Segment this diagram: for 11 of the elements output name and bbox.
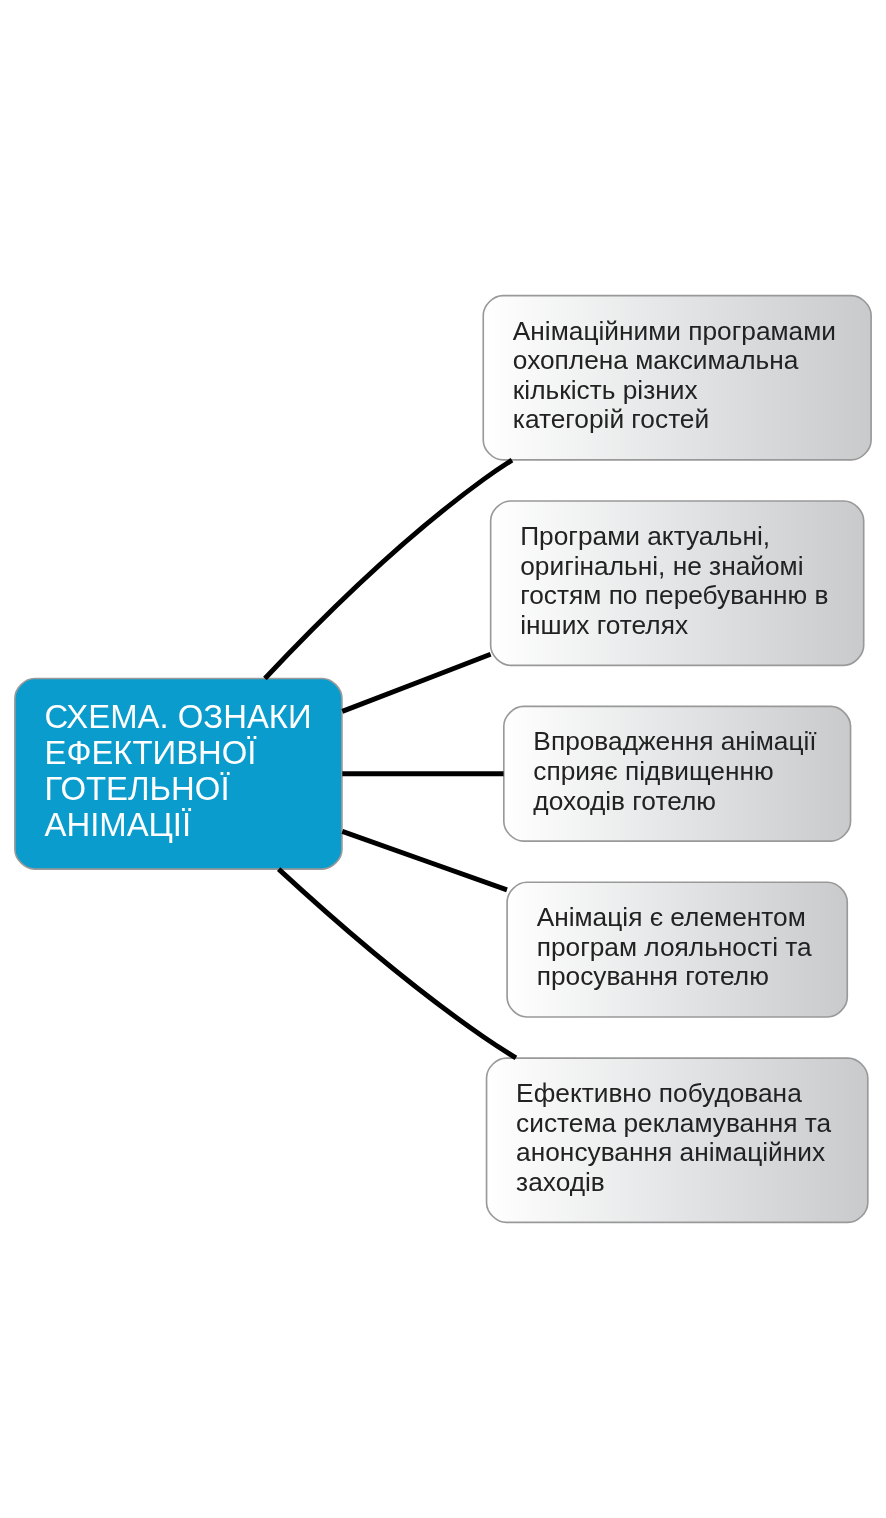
connector <box>342 771 504 777</box>
node-box: Програми актуальні, оригінальні, не знайомі гостям по перебуванню в інших готелях <box>489 500 865 667</box>
node-box: Ефективно побудована система рекламування та анонсування анімаційних заходів <box>485 1057 869 1224</box>
node-box: СХЕМА. ОЗНАКИ ЕФЕКТИВНОЇ ГОТЕЛЬНОЇ АНІМАЦІЇ <box>14 677 343 870</box>
node-box: Анімаційними програмами охоплена максимальна кількість різних категорій гостей <box>482 294 872 461</box>
connector <box>341 829 508 893</box>
connector <box>341 652 492 714</box>
node-box: Анімація є елементом програм лояльності та просування готелю <box>506 881 849 1018</box>
connector <box>263 458 514 681</box>
node-box: Впровадження анімації сприяє підвищенню доходів готелю <box>503 705 852 842</box>
connector <box>277 867 518 1061</box>
